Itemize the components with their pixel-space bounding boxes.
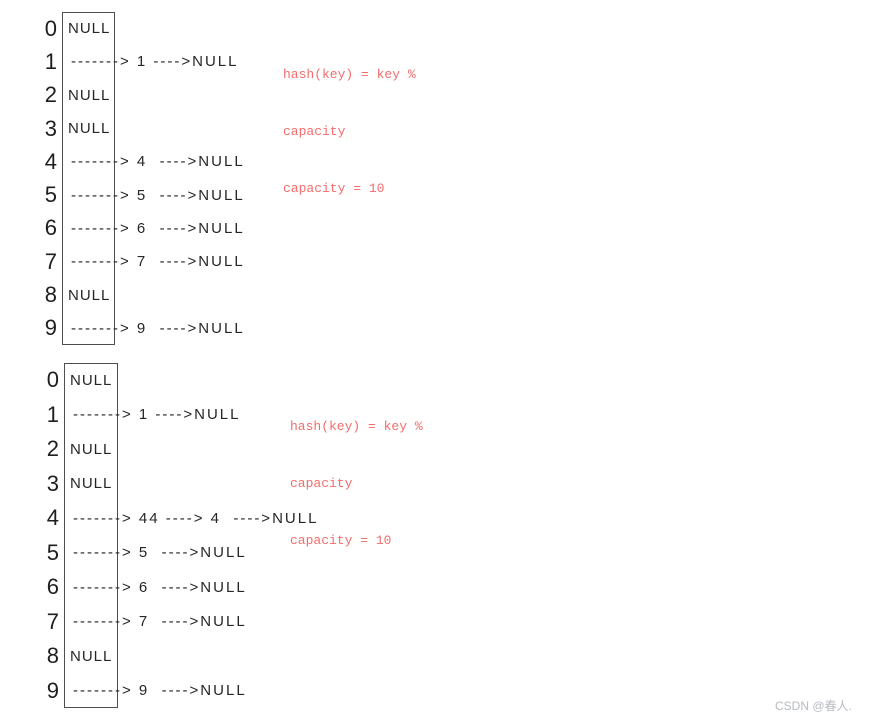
bucket-index: 4: [44, 148, 57, 174]
bucket-chain: -------> 9 ---->NULL: [71, 319, 245, 337]
bucket-row: 3 NULL: [0, 112, 245, 145]
bucket-chain: -------> 9 ---->NULL: [73, 682, 247, 700]
bucket-row: 9 -------> 9 ---->NULL: [0, 312, 245, 345]
bucket-value: NULL: [68, 86, 111, 104]
bucket-chain: -------> 7 ---->NULL: [71, 253, 245, 271]
bucket-row: 4 -------> 4 ---->NULL: [0, 145, 245, 178]
bucket-row: 9 -------> 9 ---->NULL: [0, 674, 318, 709]
bucket-index: 8: [46, 643, 59, 669]
bucket-row: 2 NULL: [0, 79, 245, 112]
bucket-row: 6 -------> 6 ---->NULL: [0, 570, 318, 605]
bucket-row: 1 -------> 1 ---->NULL: [0, 398, 318, 433]
bucket-index: 7: [46, 608, 59, 634]
bucket-chain: -------> 7 ---->NULL: [73, 613, 247, 631]
bucket-index: 2: [46, 436, 59, 462]
csdn-watermark: CSDN @春人.: [775, 699, 852, 713]
bucket-row: 4 -------> 44 ----> 4 ---->NULL: [0, 501, 318, 536]
bucket-index: 0: [46, 367, 59, 393]
bucket-index: 4: [46, 505, 59, 531]
bucket-row: 0 NULL: [0, 363, 318, 398]
bucket-index: 6: [46, 574, 59, 600]
bucket-index: 8: [44, 282, 57, 308]
annotation-line: hash(key) = key %: [290, 419, 423, 434]
bucket-index: 1: [44, 48, 57, 74]
bucket-value: NULL: [70, 475, 113, 493]
bucket-chain: -------> 4 ---->NULL: [71, 153, 245, 171]
bucket-index: 7: [44, 248, 57, 274]
bucket-chain: -------> 5 ---->NULL: [71, 186, 245, 204]
bucket-value: NULL: [70, 647, 113, 665]
bucket-row: 2 NULL: [0, 432, 318, 467]
bucket-row: 6 -------> 6 ---->NULL: [0, 212, 245, 245]
bucket-value: NULL: [70, 371, 113, 389]
annotation-line: capacity = 10: [283, 181, 385, 196]
bucket-chain: -------> 6 ---->NULL: [71, 219, 245, 237]
bucket-row: 3 NULL: [0, 467, 318, 502]
bucket-chain: -------> 6 ---->NULL: [73, 578, 247, 596]
bucket-row: 7 -------> 7 ---->NULL: [0, 245, 245, 278]
bucket-rows: 0 NULL 1 -------> 1 ---->NULL 2 NULL 3 N…: [0, 12, 245, 345]
bucket-row: 5 -------> 5 ---->NULL: [0, 536, 318, 571]
bucket-value: NULL: [68, 286, 111, 304]
annotation-line: capacity = 10: [290, 533, 392, 548]
bucket-value: NULL: [68, 120, 111, 138]
bucket-row: 8 NULL: [0, 278, 245, 311]
bucket-row: 8 NULL: [0, 639, 318, 674]
bucket-array-box: [62, 12, 115, 345]
bucket-index: 3: [44, 115, 57, 141]
bucket-index: 3: [46, 470, 59, 496]
bucket-index: 1: [46, 401, 59, 427]
bucket-chain: -------> 44 ----> 4 ---->NULL: [73, 509, 319, 527]
bucket-row: 5 -------> 5 ---->NULL: [0, 178, 245, 211]
bucket-index: 5: [46, 539, 59, 565]
hash-formula-annotation: hash(key) = key % capacity capacity = 10: [283, 27, 416, 236]
annotation-line: capacity: [283, 124, 346, 139]
annotation-line: hash(key) = key %: [283, 67, 416, 82]
bucket-chain: -------> 1 ---->NULL: [71, 53, 239, 71]
bucket-row: 1 -------> 1 ---->NULL: [0, 45, 245, 78]
bucket-index: 0: [44, 15, 57, 41]
bucket-value: NULL: [68, 20, 111, 38]
bucket-index: 2: [44, 82, 57, 108]
hash-table-diagram-top: 0 NULL 1 -------> 1 ---->NULL 2 NULL 3 N…: [0, 12, 894, 345]
hash-table-diagram-bottom: 0 NULL 1 -------> 1 ---->NULL 2 NULL 3 N…: [0, 363, 894, 708]
hash-formula-annotation: hash(key) = key % capacity capacity = 10: [290, 379, 423, 588]
bucket-row: 0 NULL: [0, 12, 245, 45]
bucket-chain: -------> 5 ---->NULL: [73, 544, 247, 562]
bucket-value: NULL: [70, 440, 113, 458]
annotation-line: capacity: [290, 476, 353, 491]
bucket-index: 5: [44, 182, 57, 208]
bucket-chain: -------> 1 ---->NULL: [73, 406, 241, 424]
bucket-index: 6: [44, 215, 57, 241]
bucket-rows: 0 NULL 1 -------> 1 ---->NULL 2 NULL 3 N…: [0, 363, 318, 708]
bucket-index: 9: [46, 677, 59, 703]
bucket-row: 7 -------> 7 ---->NULL: [0, 605, 318, 640]
bucket-index: 9: [44, 315, 57, 341]
bucket-array-box: [64, 363, 118, 708]
